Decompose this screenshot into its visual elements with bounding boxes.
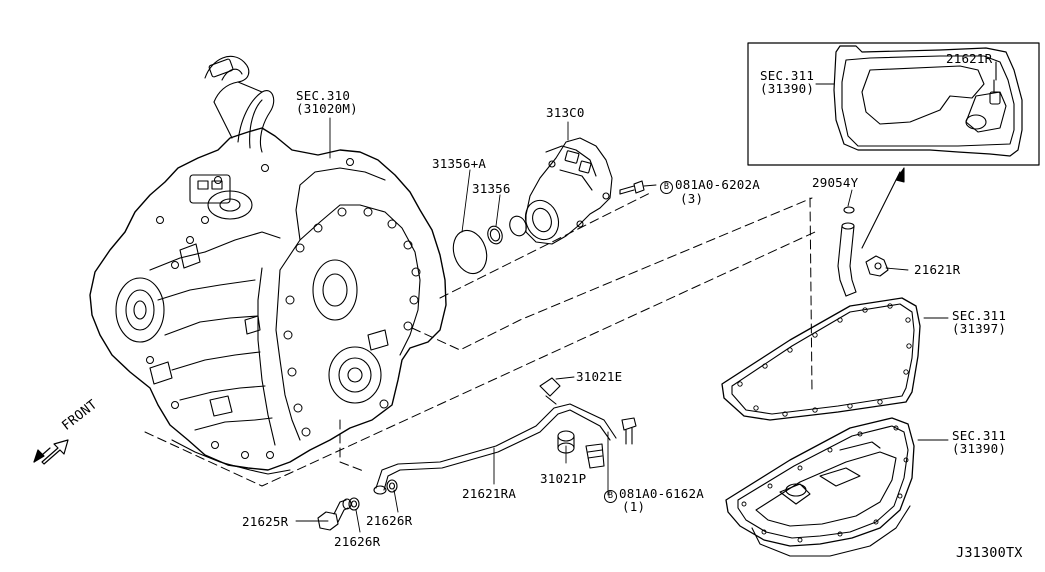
bolt-081A0-6202A bbox=[619, 180, 645, 195]
oil-pan bbox=[725, 417, 915, 557]
label-sec311-pan-ref: (31390) bbox=[952, 441, 1007, 456]
label-313C0: 313C0 bbox=[546, 105, 585, 120]
label-21621R: 21621R bbox=[914, 262, 961, 277]
bolt-081A0-6162A bbox=[585, 417, 637, 469]
tube-29054Y bbox=[837, 206, 857, 297]
front-arrow-icon bbox=[33, 439, 69, 465]
bolt-symbol-icon: B bbox=[604, 490, 617, 503]
label-sec311-gasket: SEC.311 bbox=[952, 308, 1007, 323]
bracket-21621R bbox=[861, 167, 905, 277]
label-21626R-b: 21626R bbox=[334, 534, 381, 549]
bolt-symbol-icon: B bbox=[660, 181, 673, 194]
label-bolt1-qty: (3) bbox=[680, 191, 704, 206]
label-21625R: 21625R bbox=[242, 514, 289, 529]
o-ring-31356 bbox=[487, 225, 503, 245]
label-21626R-a: 21626R bbox=[366, 513, 413, 528]
diagram-code: J31300TX bbox=[956, 545, 1023, 561]
drain-plug-21625R bbox=[317, 498, 352, 531]
leader-lines bbox=[295, 117, 949, 533]
washer-21626R-a bbox=[386, 479, 398, 493]
oil-pan-gasket bbox=[721, 297, 921, 421]
label-inset-21621R: 21621R bbox=[946, 51, 993, 66]
cooler-pipe-21621RA bbox=[373, 377, 617, 495]
gasket-ring-31356A bbox=[452, 229, 488, 275]
label-inset-sec311: SEC.311 bbox=[760, 68, 815, 83]
label-sec311-gasket-ref: (31397) bbox=[952, 321, 1007, 336]
label-31356A: 31356+A bbox=[432, 156, 487, 171]
washer-21626R-b bbox=[348, 497, 360, 511]
plug-31021P bbox=[557, 430, 575, 454]
dashed-guide-lines bbox=[144, 191, 816, 487]
label-sec310-ref: (31020M) bbox=[296, 101, 358, 116]
case-bolts bbox=[146, 158, 421, 459]
label-31356: 31356 bbox=[472, 181, 511, 196]
label-inset-sec311-ref: (31390) bbox=[760, 81, 815, 96]
label-bolt2-qty: (1) bbox=[622, 499, 646, 514]
label-31021P: 31021P bbox=[540, 471, 587, 486]
label-21621RA: 21621RA bbox=[462, 486, 517, 501]
transmission-assembly bbox=[89, 55, 447, 475]
label-29054Y: 29054Y bbox=[812, 175, 859, 190]
label-sec311-pan: SEC.311 bbox=[952, 428, 1007, 443]
label-31021E: 31021E bbox=[576, 369, 623, 384]
inset-box bbox=[747, 42, 1040, 166]
label-sec310: SEC.310 bbox=[296, 88, 351, 103]
pump-313C0 bbox=[509, 137, 613, 245]
